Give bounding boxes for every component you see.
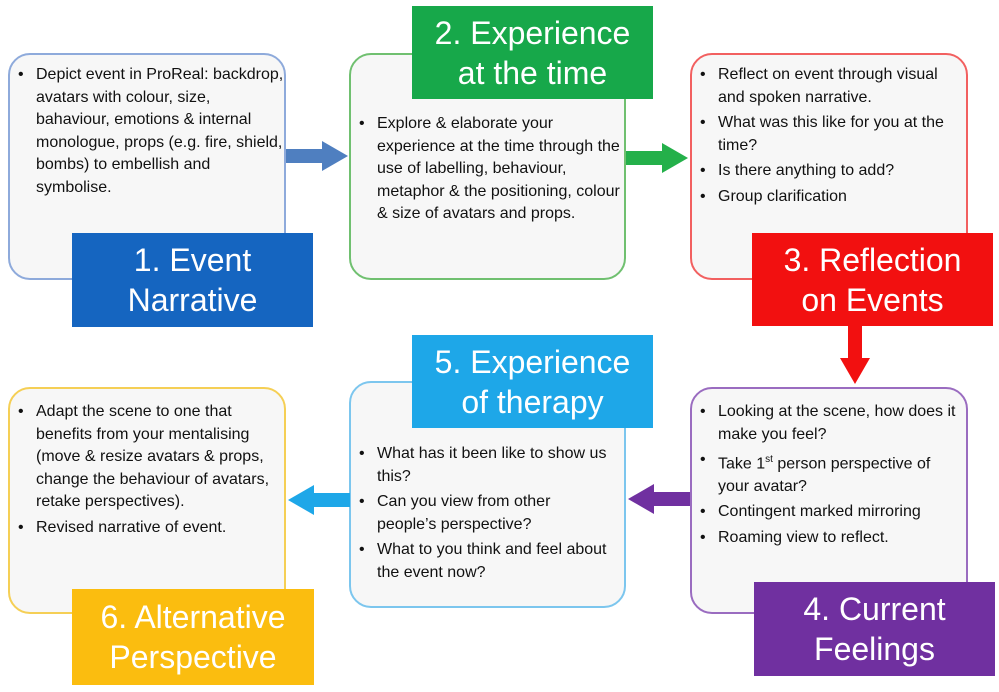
stage-4-bullet-2: Take 1st person perspective of your avat… [700, 449, 958, 498]
stage-4-title: 4. Current Feelings [754, 582, 995, 676]
stage-5-title: 5. Experience of therapy [412, 335, 653, 428]
stage-4-bullet-4: Roaming view to reflect. [700, 527, 958, 550]
stage-3-bullet-3: Is there anything to add? [700, 160, 956, 183]
stage-4-bullet-3: Contingent marked mirroring [700, 501, 958, 524]
stage-1-title: 1. Event Narrative [72, 233, 313, 327]
arrow-left-4-to-5 [628, 484, 690, 514]
stage-2-bullet: Explore & elaborate your experience at t… [359, 113, 624, 226]
stage-2-bullets: Explore & elaborate your experience at t… [351, 55, 624, 226]
stage-1-bullets: Depict event in ProReal: backdrop, avata… [10, 55, 284, 199]
stage-4-bullet-1: Looking at the scene, how does it make y… [700, 401, 958, 446]
stage-6-bullet-1: Adapt the scene to one that benefits fro… [18, 401, 276, 514]
arrow-down-3-to-4 [840, 326, 870, 384]
stage-3-bullet-2: What was this like for you at the time? [700, 112, 956, 157]
stage-3-bullet-4: Group clarification [700, 186, 956, 209]
stage-5-bullet-2: Can you view from other people’s perspec… [359, 491, 610, 536]
stage-5-bullet-3: What to you think and feel about the eve… [359, 539, 610, 584]
stage-2-title: 2. Experience at the time [412, 6, 653, 99]
arrow-right-1-to-2 [286, 141, 348, 171]
stage-3-bullet-1: Reflect on event through visual and spok… [700, 64, 956, 109]
stage-3-bullets: Reflect on event through visual and spok… [692, 55, 966, 208]
arrow-right-2-to-3 [626, 143, 688, 173]
stage-5-bullet-1: What has it been like to show us this? [359, 443, 610, 488]
stage-4-bullets: Looking at the scene, how does it make y… [692, 389, 966, 549]
stage-1-bullet: Depict event in ProReal: backdrop, avata… [18, 64, 284, 199]
stage-6-bullets: Adapt the scene to one that benefits fro… [10, 389, 284, 539]
stage-6-bullet-2: Revised narrative of event. [18, 517, 276, 540]
stage-6-title: 6. Alternative Perspective [72, 589, 314, 685]
stage-4-box: Looking at the scene, how does it make y… [690, 387, 968, 614]
arrow-left-5-to-6 [288, 485, 350, 515]
stage-1-box: Depict event in ProReal: backdrop, avata… [8, 53, 286, 280]
stage-6-box: Adapt the scene to one that benefits fro… [8, 387, 286, 614]
stage-5-bullets: What has it been like to show us this? C… [351, 383, 624, 584]
stage-3-title: 3. Reflection on Events [752, 233, 993, 326]
stage-2-box: Explore & elaborate your experience at t… [349, 53, 626, 280]
